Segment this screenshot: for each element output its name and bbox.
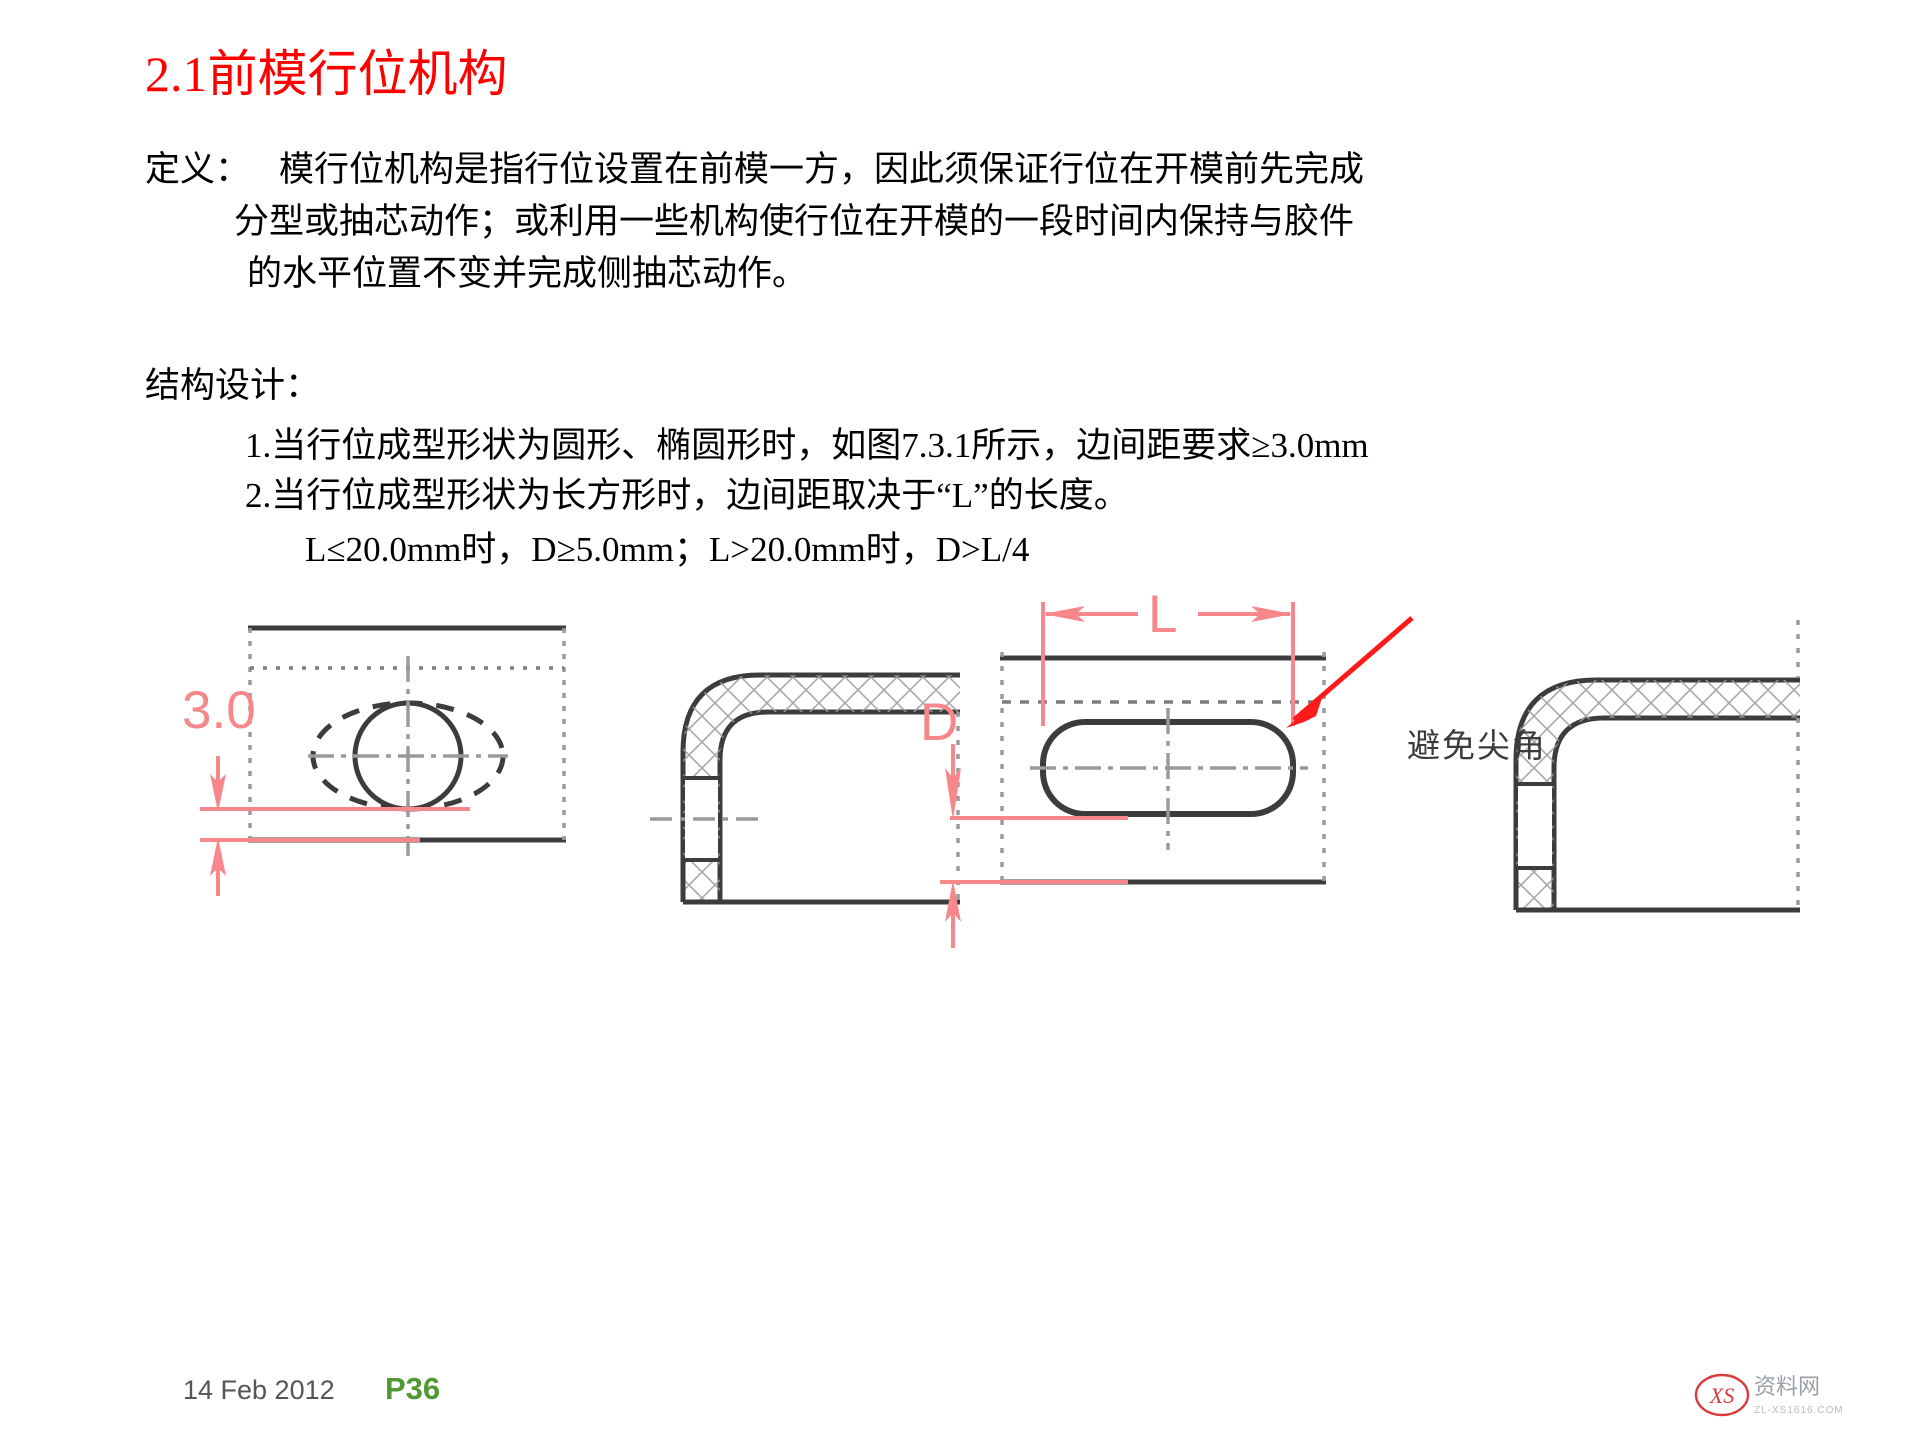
structure-heading: 结构设计： (145, 366, 321, 405)
structure-item-2: 2.当行位成型形状为长方形时，边间距取决于“L”的长度。 (245, 476, 1129, 515)
definition-line-3: 的水平位置不变并完成侧抽芯动作。 (247, 254, 808, 293)
dim-arrow-D-down (945, 768, 961, 820)
watermark-logo: XS 资料网 ZL-XS1616.COM (1694, 1373, 1844, 1417)
definition-label: 定义： (145, 150, 251, 189)
footer-date: 14 Feb 2012 (183, 1375, 335, 1405)
watermark-word: 资料网 (1754, 1374, 1820, 1399)
callout-arrow-head (1286, 698, 1322, 728)
figure-right-section-view (1513, 620, 1800, 913)
page-title: 2.1前模行位机构 (145, 46, 508, 102)
watermark-ring (1694, 1373, 1750, 1417)
dim-label-D: D (920, 693, 958, 752)
figure-left-section-view (650, 672, 960, 905)
figure-left-circular-slide: 3.0 (182, 625, 566, 896)
watermark-mark: XS (1709, 1383, 1734, 1408)
dim-arrow-right (1251, 606, 1293, 622)
dim-label-3-0: 3.0 (182, 681, 256, 740)
dim-label-L: L (1148, 585, 1177, 644)
dim-arrow-left (1043, 606, 1085, 622)
figure-right-rectangular-slide: L D (920, 585, 1414, 948)
structure-formula: L≤20.0mm时，D≥5.0mm；L>20.0mm时，D>L/4 (305, 530, 1030, 569)
definition-line-1: 模行位机构是指行位设置在前模一方，因此须保证行位在开模前先完成 (279, 150, 1365, 189)
callout-leader-line (1292, 616, 1414, 722)
dim-arrow-up (210, 837, 226, 876)
dim-arrow-down (210, 774, 226, 812)
callout-avoid-sharp-corner: 避免尖角 (1407, 729, 1547, 765)
watermark-sub: ZL-XS1616.COM (1754, 1405, 1844, 1416)
structure-item-1: 1.当行位成型形状为圆形、椭圆形时，如图7.3.1所示，边间距要求≥3.0mm (245, 426, 1369, 465)
dim-arrow-D-up (945, 880, 961, 922)
technical-drawing: 3.0 (182, 585, 1800, 948)
definition-line-2: 分型或抽芯动作；或利用一些机构使行位在开模的一段时间内保持与胶件 (234, 202, 1355, 241)
footer-page-number: P36 (385, 1371, 441, 1406)
